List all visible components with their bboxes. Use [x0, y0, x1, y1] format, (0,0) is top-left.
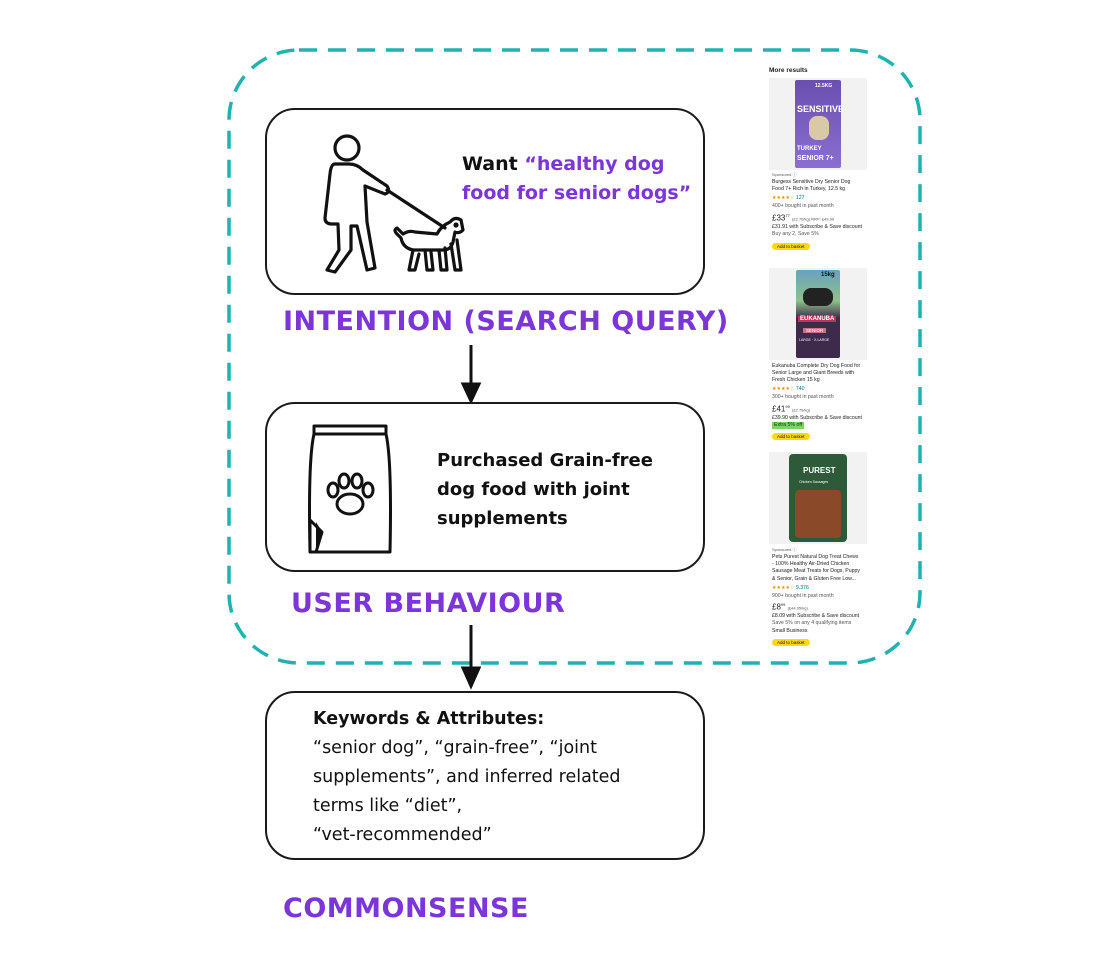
- product-1-rating: ★★★★☆ 127: [772, 195, 805, 201]
- person-walking-dog-icon: [323, 134, 465, 274]
- results-title: More results: [769, 67, 808, 74]
- product-3-bought: 900+ bought in past month: [772, 593, 834, 599]
- behaviour-line3: supplements: [437, 508, 568, 529]
- product-3-title[interactable]: Pets Purest Natural Dog Treat Chews- 100…: [772, 554, 860, 582]
- product-2-price: £4199 (£2.79/kg): [772, 404, 811, 414]
- behaviour-label: USER BEHAVIOUR: [291, 588, 566, 619]
- product-3-image[interactable]: PUREST Chicken Sausages: [769, 452, 867, 544]
- product-3-price: £899 (£44.95/kg): [772, 602, 808, 612]
- product-3-sponsored: Sponsored ⓘ: [772, 547, 797, 552]
- commonsense-box: Keywords & Attributes: “senior dog”, “gr…: [265, 691, 705, 860]
- product-1-delivery: Buy any 2, Save 5%: [772, 231, 819, 237]
- product-3-subscribe: £8.09 with Subscribe & Save discount: [772, 613, 860, 619]
- product-1-sponsored: Sponsored ⓘ: [772, 172, 797, 177]
- product-1-subscribe: £31.91 with Subscribe & Save discount: [772, 224, 862, 230]
- product-3-add-to-basket-button[interactable]: Add to basket: [772, 639, 810, 646]
- product-3-delivery: Save 5% on any 4 qualifying items: [772, 620, 852, 626]
- product-1-add-to-basket-button[interactable]: Add to basket: [772, 243, 810, 250]
- commonsense-line3: terms like “diet”,: [313, 796, 463, 816]
- arrow-behaviour-to-commonsense: [460, 625, 482, 690]
- behaviour-line2: dog food with joint: [437, 479, 630, 500]
- product-2-subscribe: £39.90 with Subscribe & Save discount: [772, 415, 862, 421]
- product-2-image[interactable]: 15kg EUKANUBA SENIOR LARGE · X-LARGE: [769, 268, 867, 360]
- behaviour-box: Purchased Grain-free dog food with joint…: [265, 402, 705, 572]
- product-2-bought: 300+ bought in past month: [772, 394, 834, 400]
- product-2-rating: ★★★★☆ 740: [772, 386, 805, 392]
- commonsense-label: COMMONSENSE: [283, 893, 529, 924]
- product-3-small-business-badge: Small Business: [772, 628, 808, 634]
- commonsense-line4: “vet-recommended”: [313, 825, 492, 845]
- product-1-bought: 400+ bought in past month: [772, 203, 834, 209]
- product-2-add-to-basket-button[interactable]: Add to basket: [772, 433, 810, 440]
- intention-label: INTENTION (SEARCH QUERY): [283, 306, 729, 337]
- behaviour-line1: Purchased Grain-free: [437, 450, 653, 471]
- behaviour-text: Purchased Grain-free dog food with joint…: [437, 446, 697, 533]
- intention-query-line1: “healthy dog: [524, 153, 665, 175]
- product-1-price: £3377 (£2.70/kg) RRP: £49.99: [772, 213, 835, 223]
- commonsense-heading: Keywords & Attributes:: [313, 709, 545, 729]
- intention-text: Want “healthy dog food for senior dogs”: [462, 150, 702, 208]
- commonsense-text: Keywords & Attributes: “senior dog”, “gr…: [313, 705, 703, 850]
- arrow-intention-to-behaviour: [460, 345, 482, 405]
- commonsense-line1: “senior dog”, “grain-free”, “joint: [313, 738, 597, 758]
- intention-query-line2: food for senior dogs”: [462, 182, 692, 204]
- commonsense-line2: supplements”, and inferred related: [313, 767, 621, 787]
- intention-prefix: Want: [462, 153, 525, 175]
- product-2-extra-badge: Extra 5% off: [772, 422, 805, 430]
- product-1-image[interactable]: 12.5KG SENSITIVE TURKEY SENIOR 7+: [769, 78, 867, 170]
- intention-box: Want “healthy dog food for senior dogs”: [265, 108, 705, 295]
- product-3-rating: ★★★★☆ 9,376: [772, 585, 809, 591]
- product-results-panel: More results 12.5KG SENSITIVE TURKEY SEN…: [767, 64, 875, 650]
- dog-food-bag-icon: [308, 424, 392, 554]
